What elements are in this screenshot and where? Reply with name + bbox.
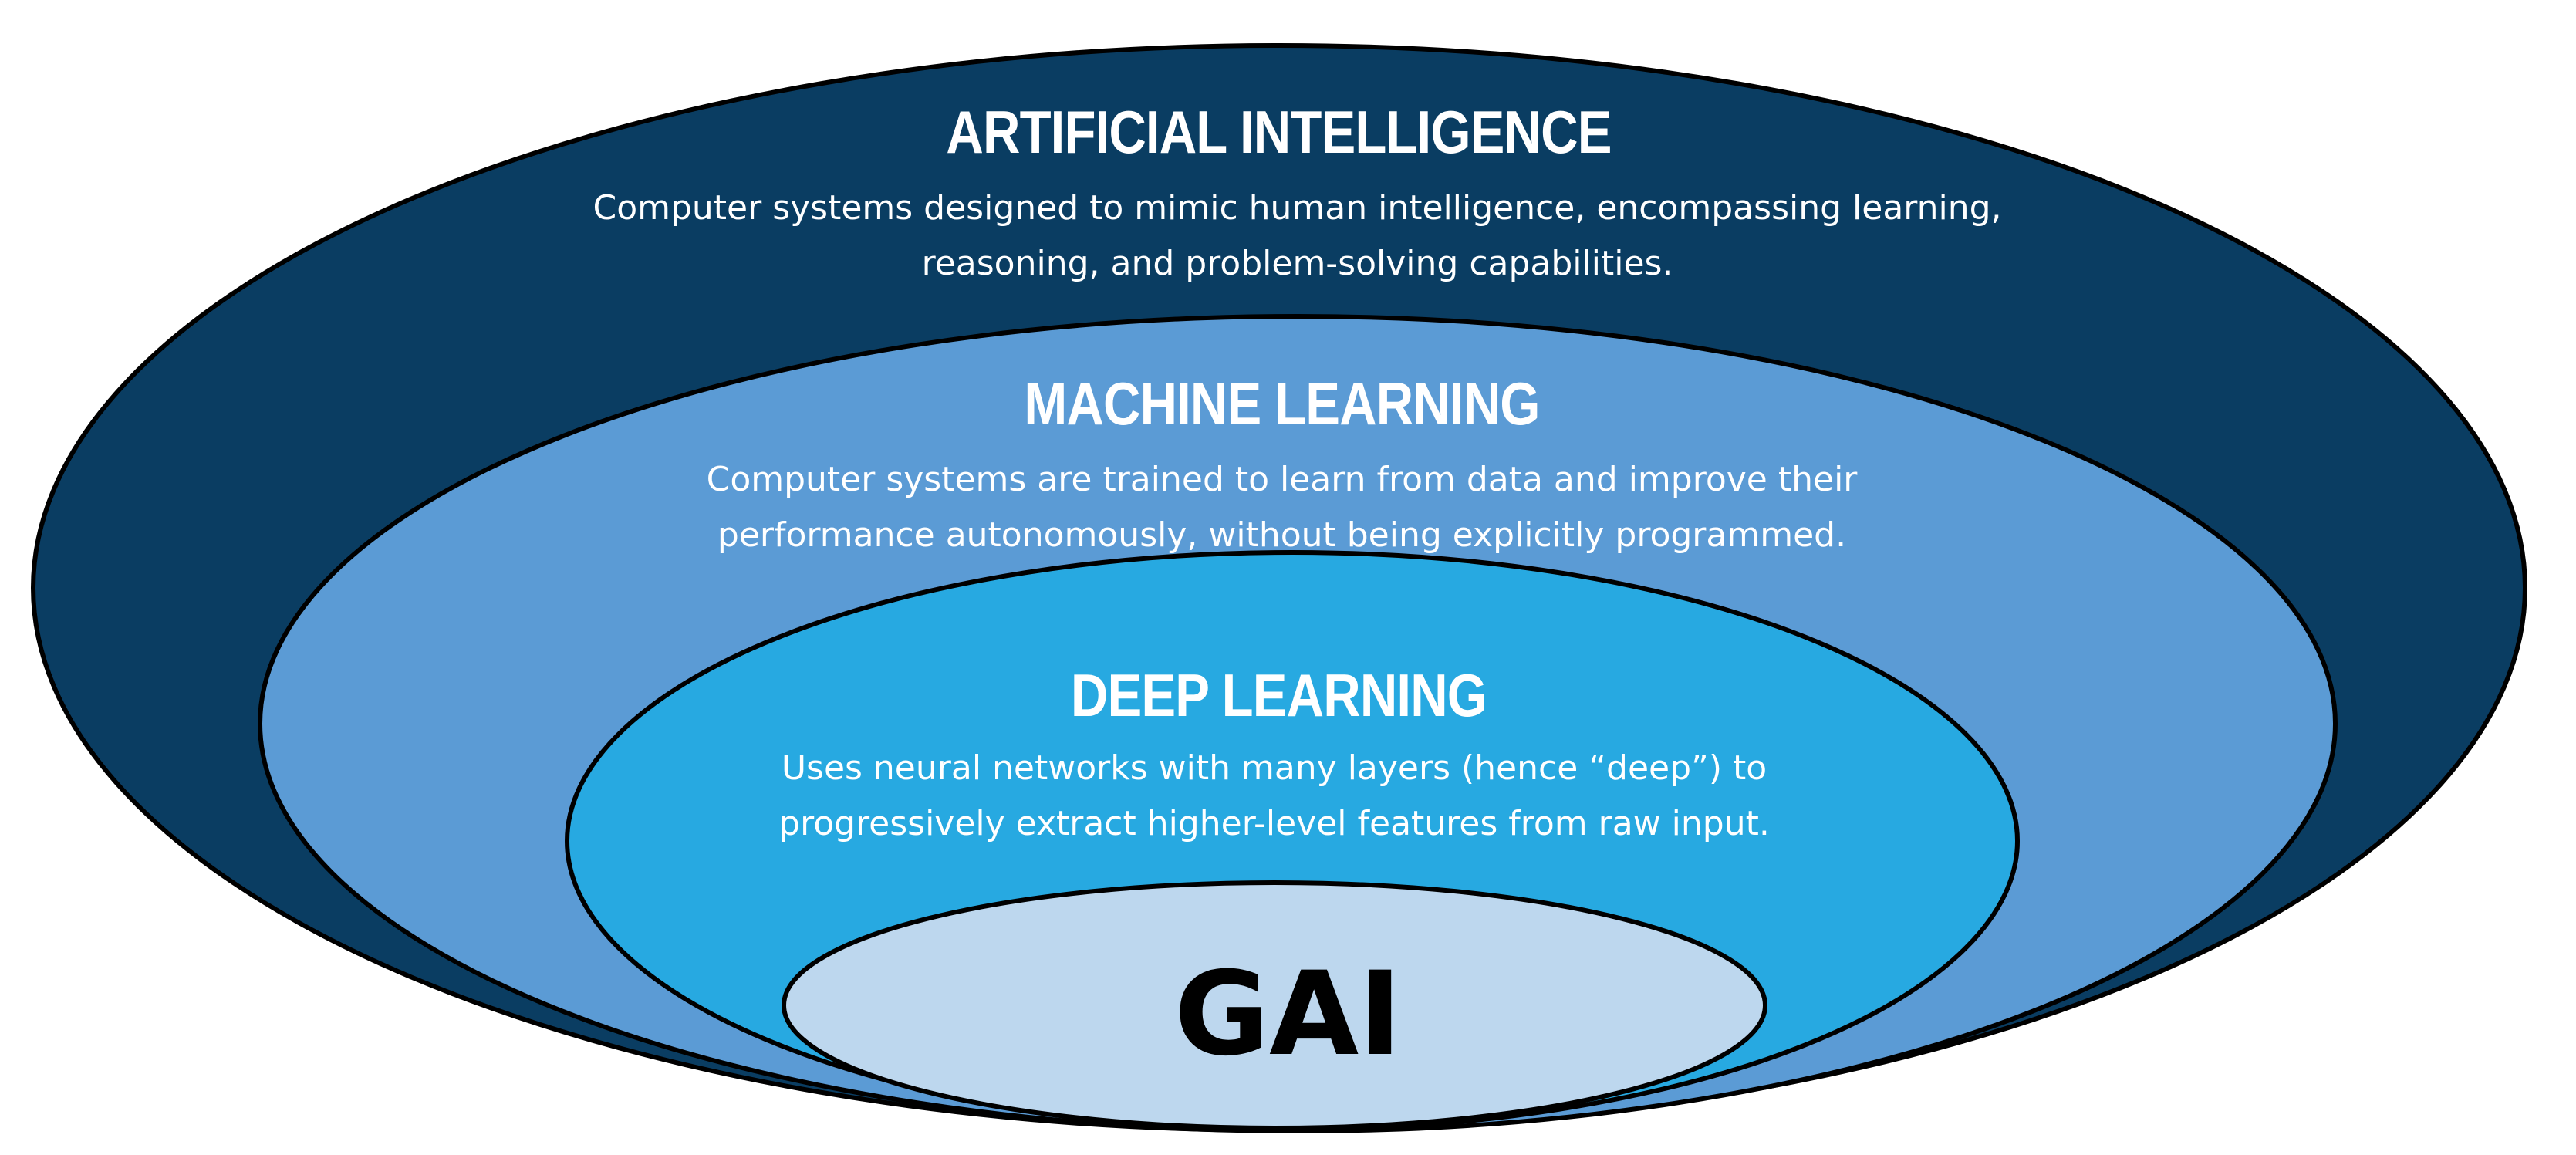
gai-ellipse — [782, 880, 1767, 1130]
ai-description-line-2: reasoning, and problem-solving capabilit… — [921, 244, 1673, 283]
dl-description-line-1: Uses neural networks with many layers (h… — [781, 748, 1767, 788]
dl-description: Uses neural networks with many layers (h… — [0, 741, 2562, 843]
dl-description-clip: Uses neural networks with many layers (h… — [0, 741, 2576, 843]
ai-description: Computer systems designed to mimic human… — [9, 181, 2576, 292]
ml-description-line-1: Computer systems are trained to learn fr… — [706, 460, 1858, 499]
ai-title: ARTIFICIAL INTELLIGENCE — [946, 98, 1612, 166]
dl-title: DEEP LEARNING — [1070, 661, 1487, 729]
ai-description-line-1: Computer systems designed to mimic human… — [593, 188, 2002, 228]
ml-title: MACHINE LEARNING — [1024, 370, 1540, 437]
gai-label: GAI — [1173, 947, 1403, 1082]
ml-description: Computer systems are trained to learn fr… — [0, 452, 2570, 563]
ml-description-line-2: performance autonomously, without being … — [717, 515, 1847, 555]
dl-description-line-2: progressively extract higher-level featu… — [778, 804, 1770, 843]
